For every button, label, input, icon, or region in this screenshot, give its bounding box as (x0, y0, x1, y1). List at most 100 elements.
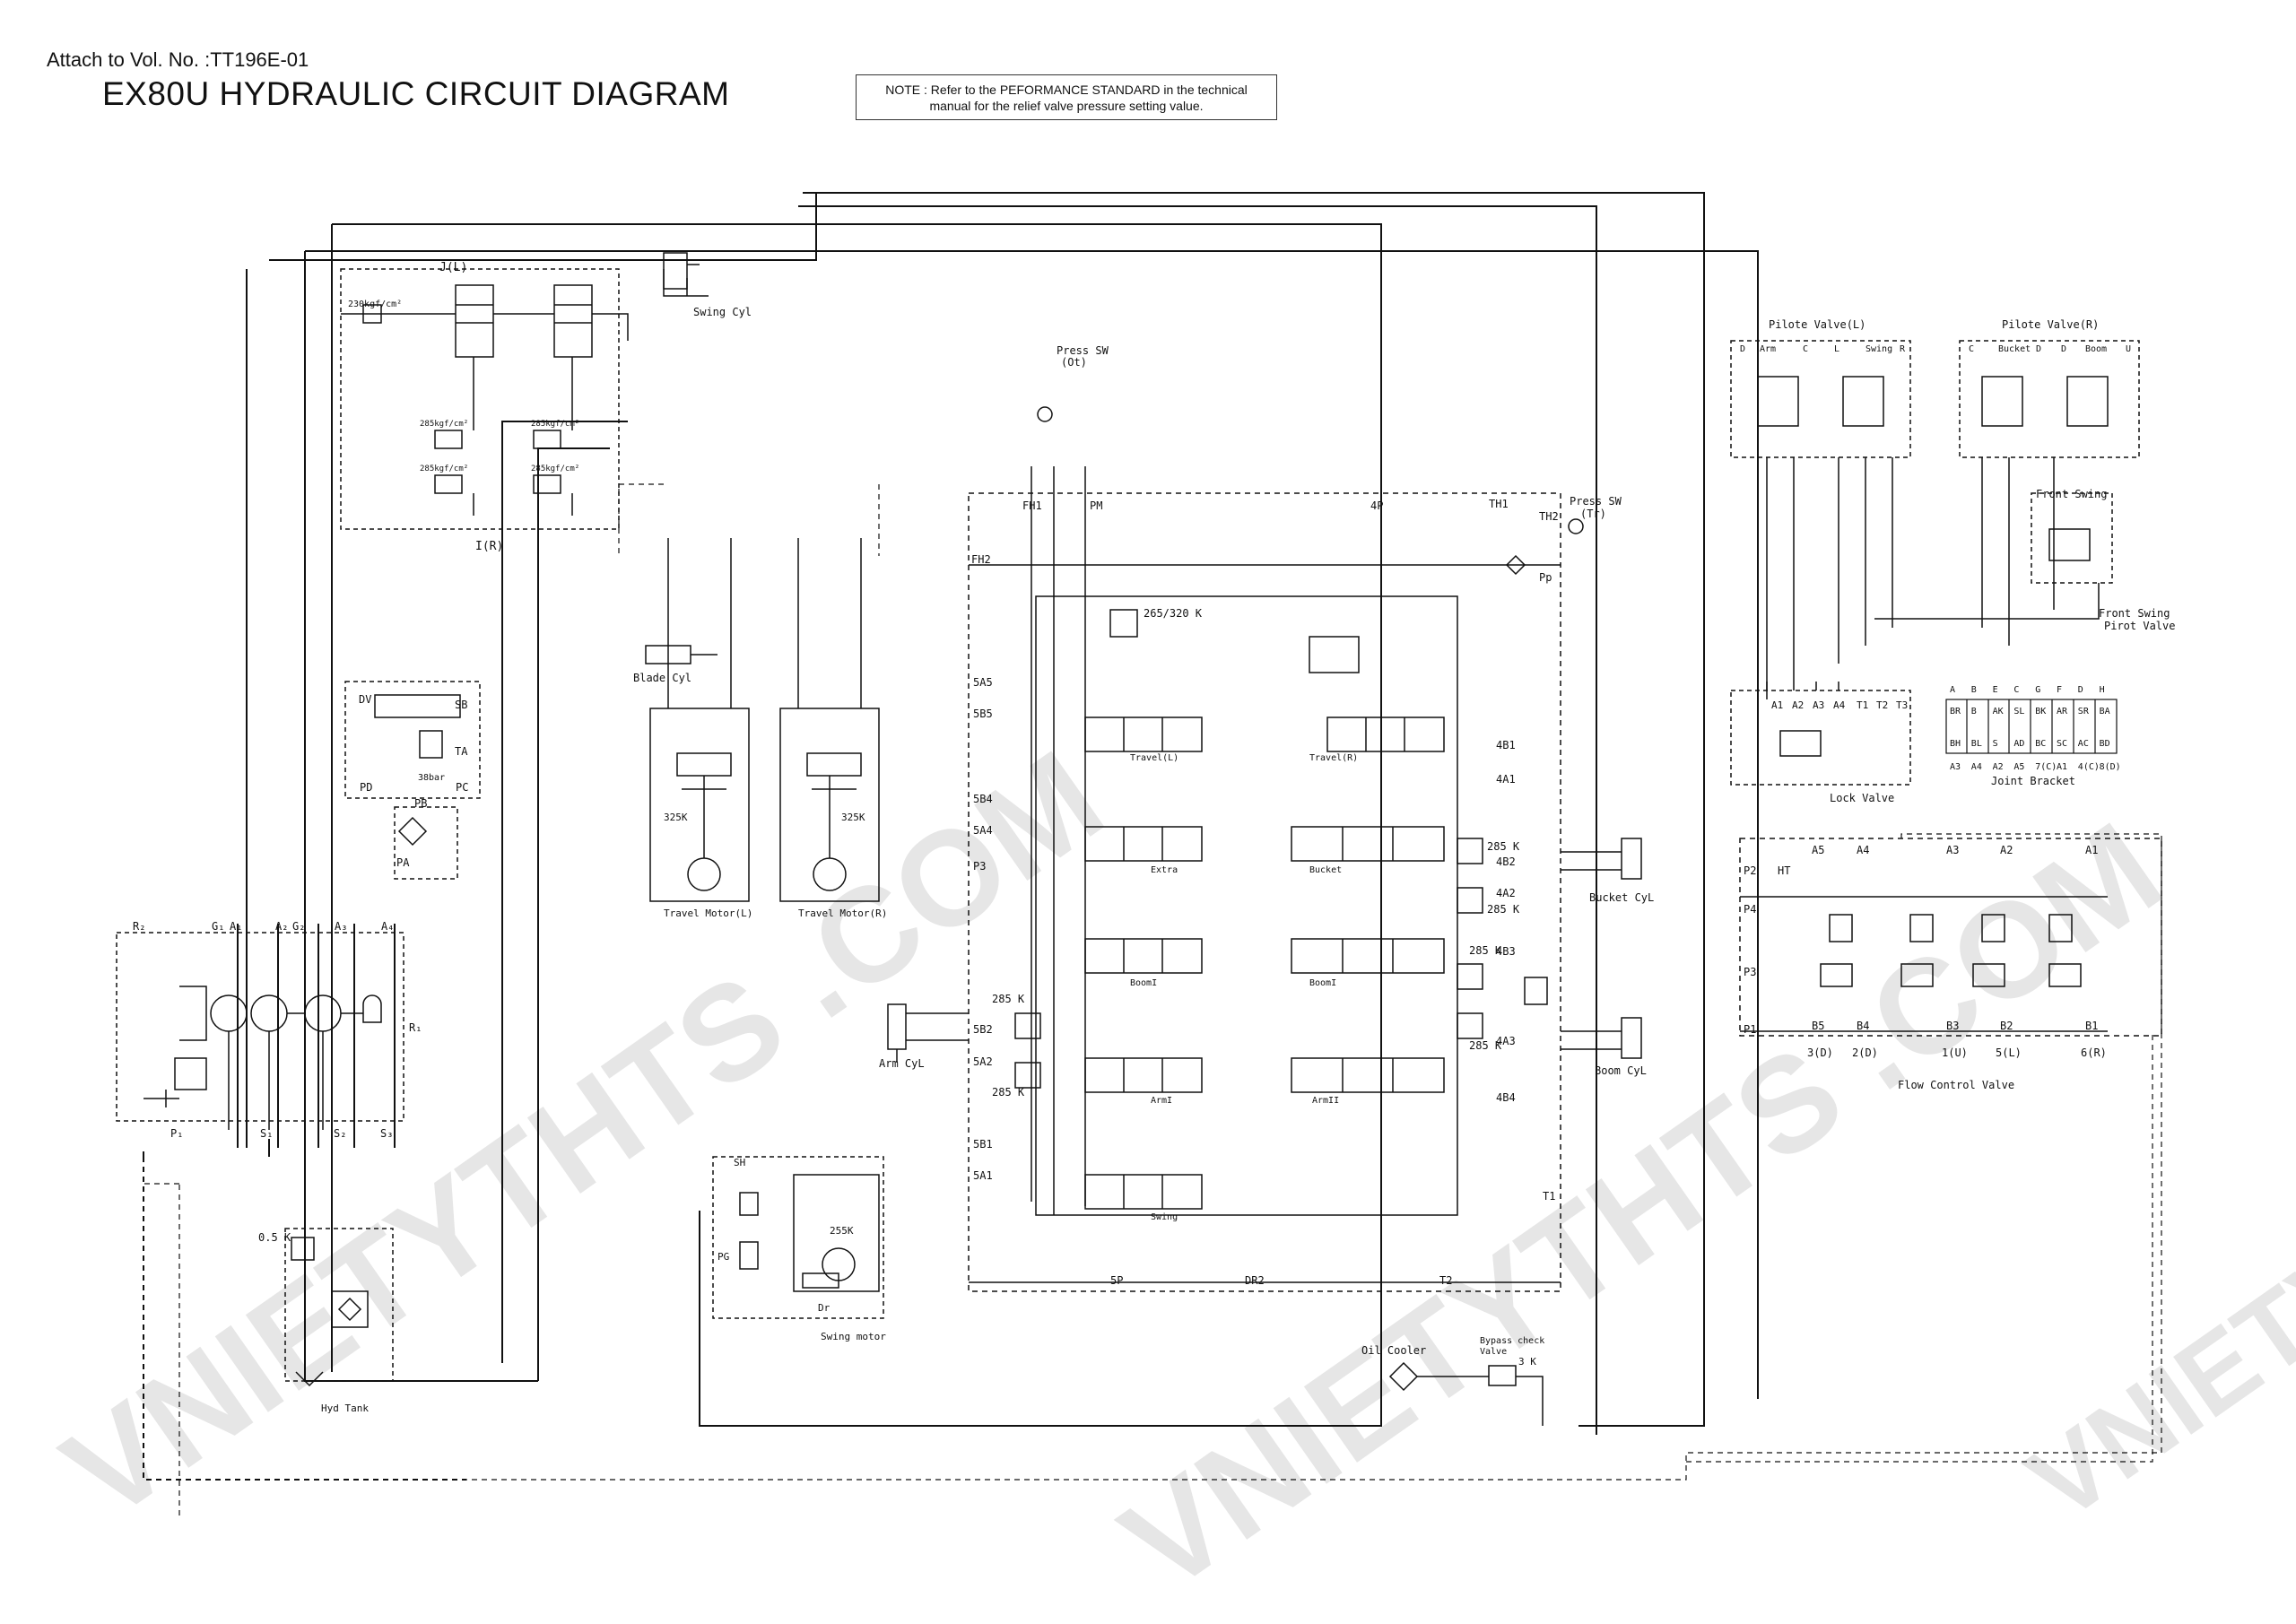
setting-255: 255K (830, 1225, 854, 1237)
joint-bracket-port: BC (2035, 739, 2046, 749)
pilot-valves (1730, 340, 2140, 699)
spool-travel-r[interactable] (1326, 716, 1445, 752)
setting-285-f: 285 K (992, 1086, 1025, 1099)
joint-bracket-label: Joint Bracket (1991, 775, 2075, 787)
relief-4 (533, 474, 561, 494)
port-g2: G₂ (292, 920, 305, 933)
setting-285-a: 285 K (1487, 840, 1520, 853)
spool-label-boom2: BoomI (1309, 978, 1336, 988)
spool-extra[interactable] (1084, 826, 1203, 862)
setting-285-2: 285kgf/cm² (420, 465, 468, 473)
swing-motor-label: Swing motor (821, 1331, 886, 1342)
setting-285-4: 285kgf/cm² (531, 465, 579, 473)
setting-285-b: 285 K (1487, 903, 1520, 916)
swing-cyl-label: Swing Cyl (693, 306, 752, 318)
pipe-top-mid (798, 205, 1597, 1435)
fcv-port-sub: 1(U) (1942, 1046, 1968, 1059)
setting-285-c: 285 K (1469, 944, 1502, 957)
port-r2: R₂ (133, 920, 145, 933)
pilot-valve-l-frame (1730, 340, 1911, 458)
spool-bucket[interactable] (1291, 826, 1445, 862)
oil-cooler-label: Oil Cooler (1361, 1344, 1426, 1357)
joint-bracket-port: F (2057, 685, 2062, 695)
press-sw-tr (1568, 518, 1584, 534)
joint-bracket-port: BA (2100, 707, 2110, 716)
lock-valve[interactable] (1779, 730, 1822, 757)
joint-bracket-port: A (1950, 685, 1955, 695)
travel-motor-l-label: Travel Motor(L) (664, 908, 752, 919)
port-dv: DV (359, 693, 371, 706)
port-pc: PC (456, 781, 468, 794)
joint-bracket-port: B (1971, 707, 1977, 716)
joint-bracket-port: AC (2078, 739, 2089, 749)
bucket-cyl-body (1621, 838, 1642, 880)
mcv-labels: FH1 PM 4P TH1 TH2 FH2 Pp 5A5 5B5 5B4 5A4… (971, 344, 1622, 1287)
spool-arm2[interactable] (1291, 1057, 1445, 1093)
main-control-valve (968, 406, 1584, 1292)
lock-t3: T3 (1896, 699, 1908, 711)
pv-r-boom: Boom (2085, 344, 2107, 354)
tank-relief (291, 1237, 315, 1261)
setting-325-r: 325K (841, 812, 865, 823)
spool-label-arm2: ArmII (1312, 1096, 1339, 1106)
lock-valve-label: Lock Valve (1830, 792, 1894, 804)
travel-motor-r-frame (779, 708, 880, 902)
fcv-port-bottom: B5 (1812, 1020, 1824, 1032)
spool-label-swing: Swing (1151, 1212, 1178, 1222)
pump-group (116, 932, 404, 1130)
port-r1: R₁ (409, 1021, 422, 1034)
joint-bracket-port: A5 (2013, 762, 2024, 772)
port-pm: PM (1090, 499, 1102, 512)
joint-bracket-port: A1 (2057, 762, 2067, 772)
setting-325-l: 325K (664, 812, 688, 823)
pv-l-r: R (1900, 344, 1906, 354)
lock-a3: A3 (1813, 699, 1824, 711)
note-line-2: manual for the relief valve pressure set… (929, 99, 1204, 113)
fcv-port-sub: 5(L) (1996, 1046, 2022, 1059)
spool-label-travel-r: Travel(R) (1309, 753, 1358, 763)
spool-boom1[interactable] (1084, 938, 1203, 974)
spool-swing[interactable] (1084, 1174, 1203, 1210)
arm-cyl (887, 1003, 969, 1063)
parking-brake (739, 1241, 759, 1270)
cylinders-right (1561, 838, 1642, 1059)
joint-bracket-port: BK (2035, 707, 2046, 716)
setting-265-320: 265/320 K (1144, 607, 1203, 620)
press-sw-ot (1037, 406, 1053, 422)
pilot-lines (144, 483, 2162, 1515)
press-sw-ot-label: Press SW (1057, 344, 1109, 357)
port-p1: P₁ (170, 1127, 183, 1140)
pump-frame (116, 932, 404, 1122)
setting-285-1: 285kgf/cm² (420, 420, 468, 429)
joint-bracket-port: 4(C) (2078, 762, 2100, 772)
travel-control-block (340, 252, 709, 530)
port-5a4: 5A4 (973, 824, 993, 837)
port-a2: A₂ (275, 920, 288, 933)
lock-a1: A1 (1771, 699, 1783, 711)
port-th1: TH1 (1489, 498, 1509, 510)
pv-r-d: D (2036, 344, 2041, 354)
fcv-port-bottom: B4 (1857, 1020, 1869, 1032)
spool-arm1[interactable] (1084, 1057, 1203, 1093)
fcv-port-top: A5 (1812, 844, 1824, 856)
port-pg: PG (718, 1251, 729, 1263)
blade-cyl-label: Blade Cyl (633, 672, 691, 684)
spool-travel-l[interactable] (1084, 716, 1203, 752)
setting-285-3: 285kgf/cm² (531, 420, 579, 429)
press-sw-ot-sub: (Ot) (1061, 356, 1087, 369)
shuttle (739, 1192, 759, 1216)
port-p3: P3 (973, 860, 986, 873)
port-th2: TH2 (1539, 510, 1559, 523)
pilot-valve-labels: Pilote Valve(L) Pilote Valve(R) Front Sw… (1740, 318, 2175, 632)
joint-bracket-port: A3 (1950, 762, 1961, 772)
press-sw-tr-sub: (Tr) (1580, 508, 1606, 520)
spool-boom2[interactable] (1291, 938, 1445, 974)
lock-valve-group (1730, 682, 1911, 786)
mcv-frame (968, 492, 1561, 1292)
relief-265-320 (1109, 609, 1138, 638)
setting-38bar: 38bar (418, 773, 445, 783)
port-t2: T2 (1439, 1274, 1452, 1287)
bypass-check-valve (1488, 1365, 1517, 1386)
fcv-port-top: A1 (2085, 844, 2098, 856)
